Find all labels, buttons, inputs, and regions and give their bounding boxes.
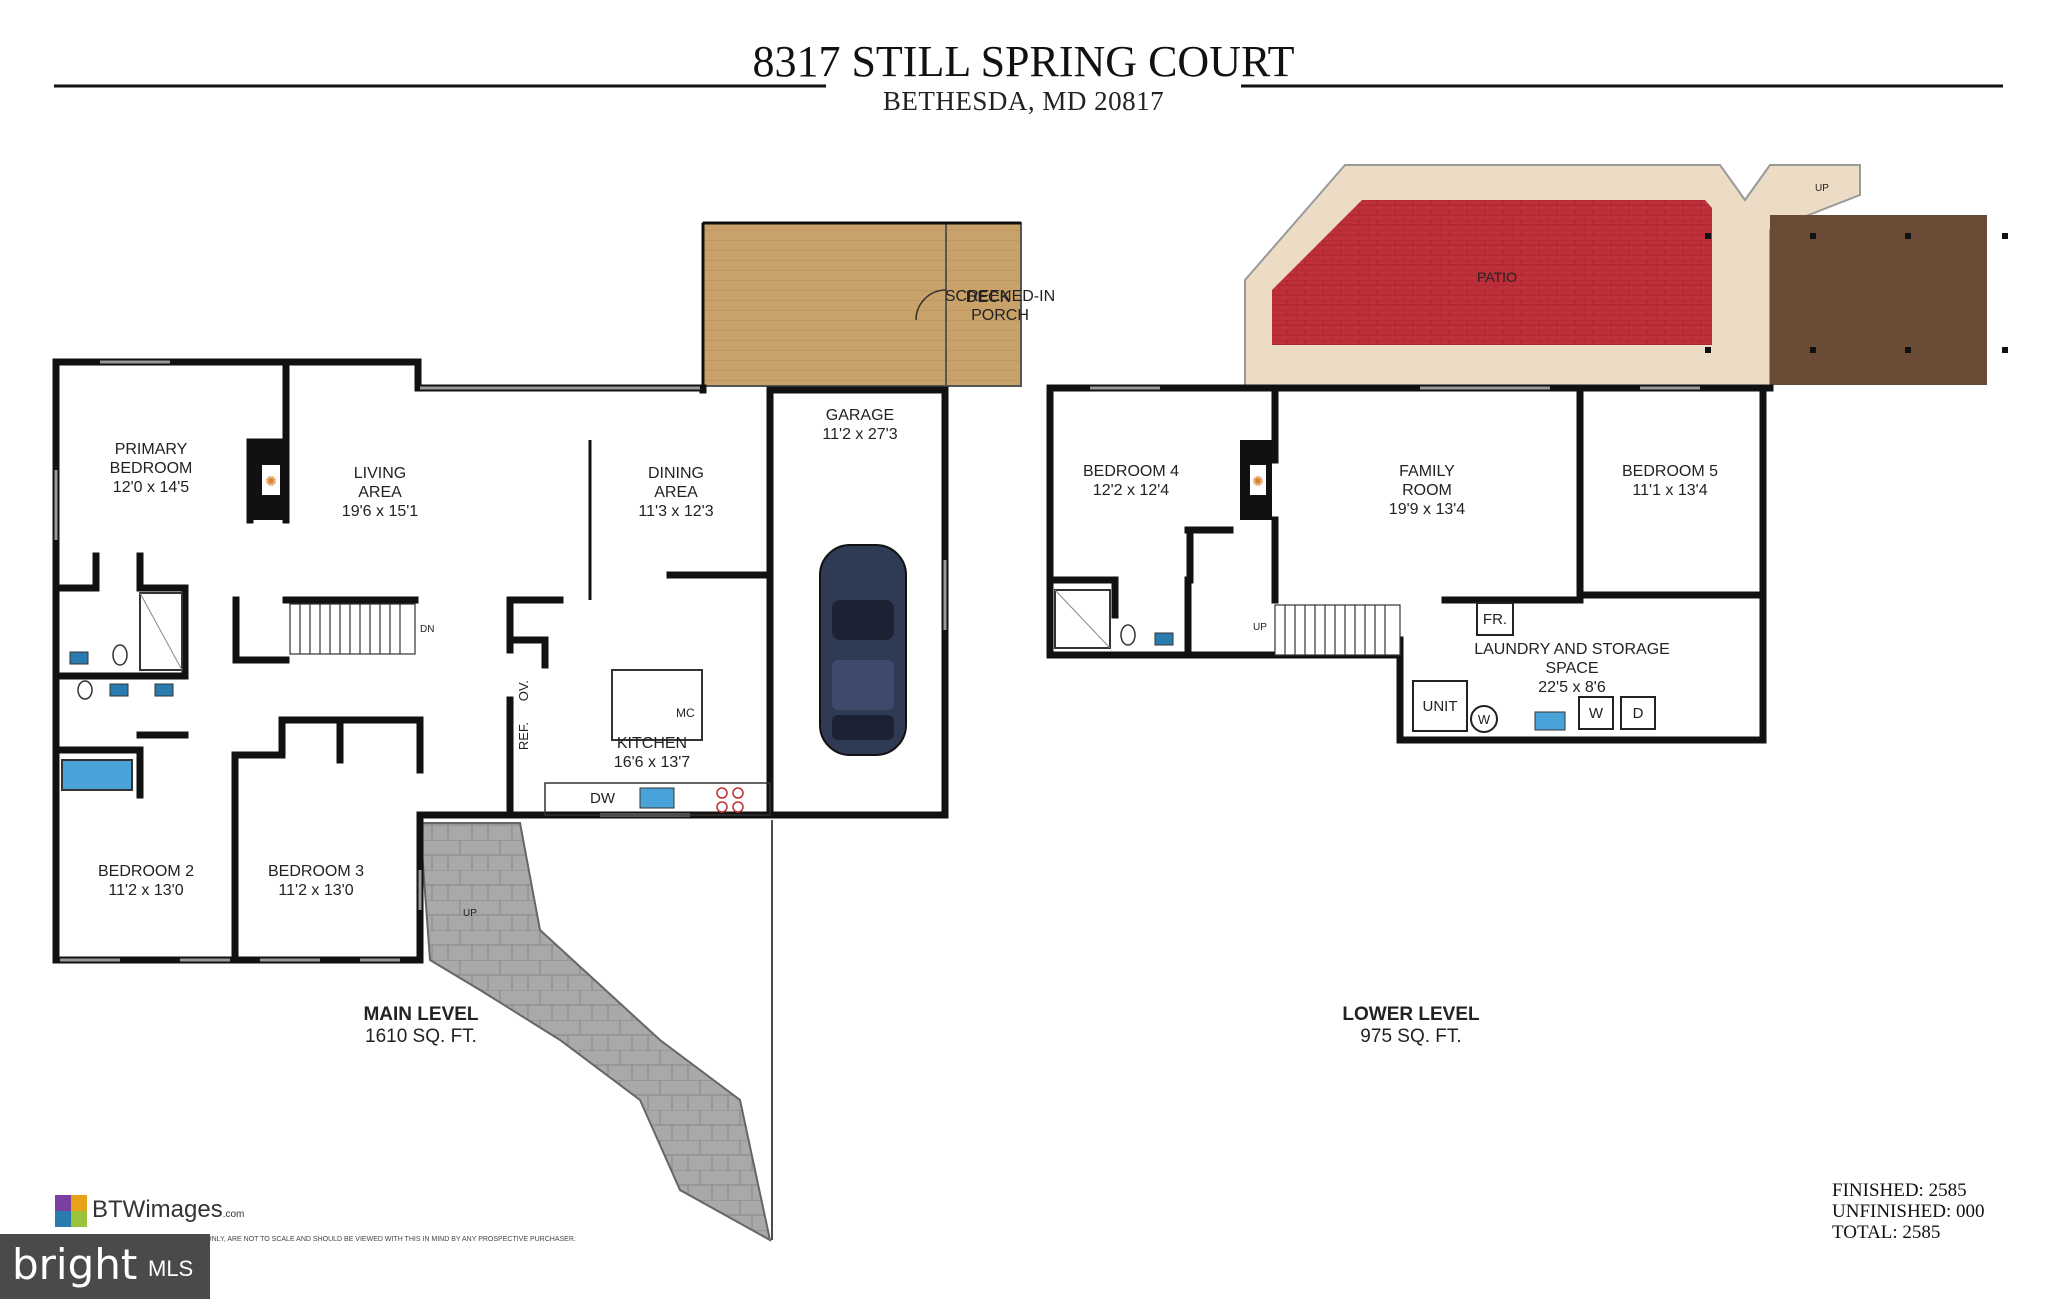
room-name: GARAGE: [825, 407, 895, 424]
garage-car: [819, 544, 907, 756]
bright-mls-watermark: bright MLS: [0, 1234, 210, 1299]
room-bedroom-3: BEDROOM 3 11'2 x 13'0: [268, 862, 364, 900]
room-name: PORCH: [971, 307, 1029, 324]
room-dimensions: 22'5 x 8'6: [1538, 679, 1606, 696]
room-name: DINING: [647, 465, 704, 482]
room-kitchen: KITCHEN 16'6 x 13'7: [614, 734, 690, 772]
microwave-label: MC: [676, 706, 695, 720]
water-heater-label: W: [1470, 705, 1498, 733]
finished-total: FINISHED: 2585: [1832, 1180, 1967, 1201]
room-primary-bedroom: PRIMARY BEDROOM 12'0 x 14'5: [110, 440, 193, 497]
room-bedroom-4: BEDROOM 4 12'2 x 12'4: [1083, 462, 1179, 500]
property-city: BETHESDA, MD 20817: [882, 86, 1165, 116]
brand-company: BTWimages: [92, 1196, 223, 1223]
room-bedroom-5: BEDROOM 5 11'1 x 13'4: [1622, 462, 1718, 500]
room-bedroom-2: BEDROOM 2 11'2 x 13'0: [98, 862, 194, 900]
washer-label: W: [1578, 696, 1614, 730]
room-laundry-storage: LAUNDRY AND STORAGE SPACE 22'5 x 8'6: [1474, 640, 1670, 697]
screened-porch-floor: [701, 221, 1022, 387]
lower-bath-fixtures: [1054, 589, 1174, 649]
room-name: AREA: [358, 484, 402, 501]
room-name: BEDROOM 5: [1621, 463, 1719, 480]
room-name: AREA: [654, 484, 698, 501]
lower-stairs: [1274, 604, 1401, 656]
watermark-bright: bright: [12, 1240, 138, 1289]
room-name: PATIO: [1477, 269, 1517, 285]
room-name: BEDROOM 2: [97, 863, 195, 880]
level-area: 1610 SQ. FT.: [365, 1026, 477, 1047]
room-name: LIVING: [353, 465, 407, 482]
room-living-area: LIVING AREA 19'6 x 15'1: [342, 464, 418, 521]
main-bath-fixtures: [61, 592, 183, 791]
unfinished-total: UNFINISHED: 000: [1832, 1201, 1985, 1222]
room-deck: DECK: [966, 288, 1010, 307]
refrigerator-label: REF.: [516, 722, 531, 751]
room-name: BEDROOM 4: [1082, 463, 1180, 480]
lower-stairs-up-label: UP: [1253, 622, 1267, 633]
room-name: BEDROOM: [109, 460, 193, 477]
room-garage: GARAGE 11'2 x 27'3: [822, 406, 897, 444]
room-dimensions: 11'2 x 13'0: [108, 882, 184, 899]
level-name: LOWER LEVEL: [1342, 1004, 1480, 1025]
room-patio: PATIO: [1477, 268, 1517, 287]
kitchen-fixtures: [544, 669, 771, 816]
main-fireplace: ✺: [250, 440, 286, 520]
room-name: SPACE: [1545, 660, 1599, 677]
room-dimensions: 12'0 x 14'5: [112, 479, 190, 496]
room-family-room: FAMILY ROOM 19'9 x 13'4: [1389, 462, 1465, 519]
level-name: MAIN LEVEL: [363, 1004, 479, 1025]
watermark-mls: MLS: [148, 1256, 194, 1281]
lower-patio: [1244, 164, 1861, 389]
square-footage-totals: FINISHED: 2585 UNFINISHED: 000 TOTAL: 25…: [1832, 1180, 1985, 1243]
dryer-label: D: [1620, 696, 1656, 730]
dishwasher-label: DW: [590, 790, 615, 807]
room-name: SCREENED-IN: [944, 288, 1056, 305]
room-name: ROOM: [1402, 482, 1452, 499]
room-name: PRIMARY: [114, 441, 188, 458]
room-name: KITCHEN: [616, 735, 688, 752]
lower-fireplace: ✺: [1240, 440, 1272, 520]
oven-label: OV.: [516, 680, 531, 702]
front-walkway: [418, 822, 772, 1242]
room-dimensions: 11'2 x 27'3: [822, 426, 898, 443]
walkway-up-label: UP: [463, 908, 477, 919]
room-dimensions: 11'1 x 13'4: [1632, 482, 1708, 499]
overall-total: TOTAL: 2585: [1832, 1222, 1941, 1243]
hvac-unit-label: UNIT: [1412, 680, 1468, 732]
room-screened-porch: SCREENED-IN PORCH: [945, 287, 1055, 325]
room-dimensions: 11'2 x 13'0: [278, 882, 354, 899]
room-dimensions: 16'6 x 13'7: [613, 754, 691, 771]
room-dimensions: 12'2 x 12'4: [1092, 482, 1170, 499]
main-stairs: [289, 603, 416, 655]
room-dimensions: 11'3 x 12'3: [638, 503, 714, 520]
room-name: LAUNDRY AND STORAGE: [1474, 641, 1670, 658]
room-dining-area: DINING AREA 11'3 x 12'3: [638, 464, 713, 521]
room-name: FAMILY: [1399, 463, 1455, 480]
svg-text:✺: ✺: [265, 474, 277, 490]
room-name: BEDROOM 3: [267, 863, 365, 880]
room-name: DECK: [965, 289, 1011, 306]
room-dimensions: 19'9 x 13'4: [1388, 501, 1466, 518]
disclaimer-text: URPOSES ONLY, ARE NOT TO SCALE AND SHOUL…: [170, 1236, 576, 1243]
lower-level-label: LOWER LEVEL 975 SQ. FT.: [1342, 1004, 1479, 1048]
furnace-room-label: FR.: [1476, 602, 1514, 636]
laundry-sink: [1534, 711, 1566, 731]
main-level-label: MAIN LEVEL 1610 SQ. FT.: [363, 1004, 478, 1048]
lower-deck: [1705, 215, 2008, 385]
brand-domain: .com: [222, 1209, 245, 1220]
room-dimensions: 19'6 x 15'1: [341, 503, 419, 520]
svg-text:✺: ✺: [1252, 474, 1264, 490]
stairs-down-label: DN: [420, 624, 435, 635]
level-area: 975 SQ. FT.: [1360, 1026, 1462, 1047]
brand-name: BTWimages.com: [92, 1196, 244, 1224]
property-address: 8317 STILL SPRING COURT: [752, 37, 1295, 86]
deck-stairs-up-label: UP: [1815, 183, 1829, 194]
btw-logo-icon: [55, 1195, 87, 1227]
